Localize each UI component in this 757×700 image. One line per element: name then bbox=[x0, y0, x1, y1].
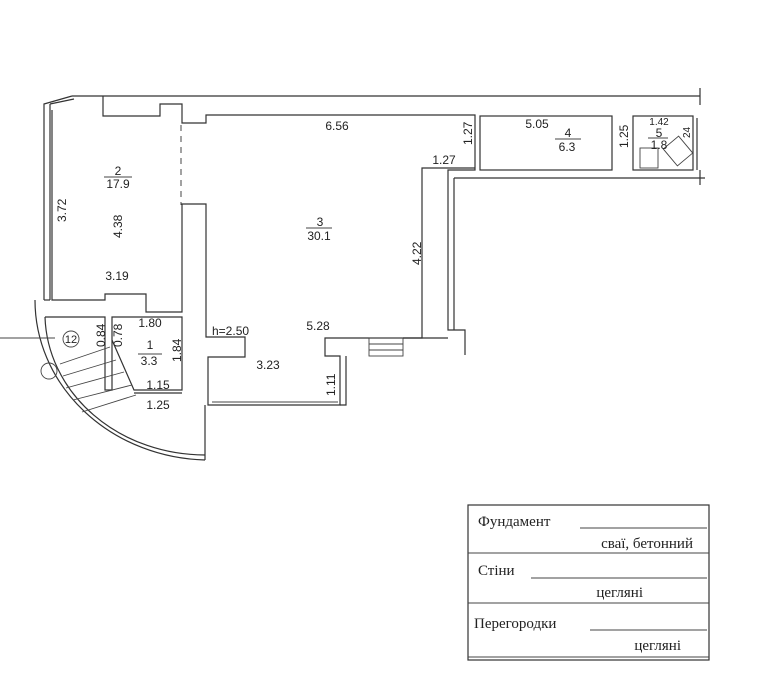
dim-1-27-vertical: 1.27 bbox=[461, 121, 475, 145]
partitions-value: цегляні bbox=[634, 638, 681, 654]
dim-0-78: 0.78 bbox=[111, 323, 125, 347]
dim-4-38: 4.38 bbox=[111, 214, 125, 238]
dim-4-22: 4.22 bbox=[410, 241, 424, 265]
room-3-number: 3 bbox=[317, 215, 324, 229]
dim-5-05: 5.05 bbox=[525, 117, 549, 131]
dim-6-56: 6.56 bbox=[325, 119, 349, 133]
room-4-area: 6.3 bbox=[559, 140, 576, 154]
spec-table: Фундамент сваї, бетонний Стіни цегляні П… bbox=[467, 504, 710, 661]
room-2-area: 17.9 bbox=[106, 177, 130, 191]
dim-3-72: 3.72 bbox=[55, 198, 69, 222]
walls bbox=[0, 88, 705, 461]
dim-3-23: 3.23 bbox=[256, 358, 280, 372]
dim-3-19: 3.19 bbox=[105, 269, 129, 283]
dim-1-11: 1.11 bbox=[324, 373, 338, 396]
room-3-area: 30.1 bbox=[307, 229, 331, 243]
entrance-marker: 12 bbox=[62, 330, 80, 348]
dim-1-80: 1.80 bbox=[138, 316, 162, 330]
dim-1-15: 1.15 bbox=[146, 378, 170, 392]
walls-label: Стіни bbox=[478, 563, 515, 579]
room-1-number: 1 bbox=[147, 338, 154, 352]
dim-1-25: 1.25 bbox=[146, 398, 170, 412]
dim-5-28: 5.28 bbox=[306, 319, 330, 333]
dim-1-25-vertical: 1.25 bbox=[617, 124, 631, 148]
partitions-label: Перегородки bbox=[474, 616, 556, 632]
room-4-number: 4 bbox=[565, 126, 572, 140]
walls-value: цегляні bbox=[596, 585, 643, 601]
entrance-marker-label: 12 bbox=[65, 334, 77, 346]
dim-24: 24 bbox=[682, 126, 693, 138]
dim-1-42: 1.42 bbox=[649, 117, 669, 128]
dimension-labels: 6.56 1.27 1.27 5.05 1.25 1.42 24 3.72 4.… bbox=[55, 117, 693, 412]
room-2-number: 2 bbox=[115, 164, 122, 178]
dim-1-84: 1.84 bbox=[170, 338, 184, 362]
foundation-value: сваї, бетонний bbox=[601, 536, 693, 552]
ceiling-height: h=2.50 bbox=[212, 324, 249, 338]
room-5-number: 5 bbox=[656, 126, 663, 140]
dim-1-27: 1.27 bbox=[432, 153, 456, 167]
room-1-area: 3.3 bbox=[141, 354, 158, 368]
room-5-area: 1.8 bbox=[651, 138, 668, 152]
foundation-label: Фундамент bbox=[478, 514, 551, 530]
room-labels: 2 17.9 3 30.1 4 6.3 5 1.8 1 3.3 bbox=[104, 126, 668, 368]
dim-0-84: 0.84 bbox=[94, 323, 108, 347]
